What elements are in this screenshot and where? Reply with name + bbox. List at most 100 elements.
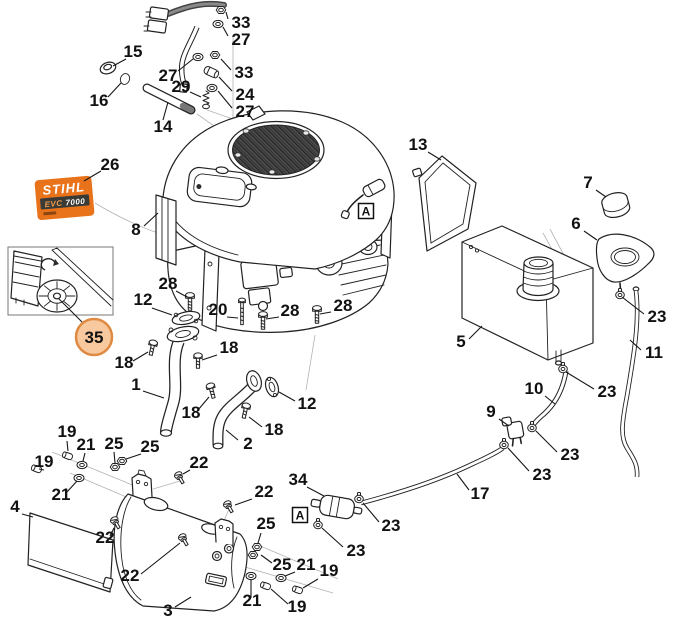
callout-33[interactable]: 33 [220,58,253,82]
callout-19[interactable]: 19 [35,452,54,471]
callout-22[interactable]: 22 [234,482,273,506]
part-number: 19 [320,561,339,580]
callout-34[interactable]: 34 [289,470,325,497]
callout-27[interactable]: 27 [222,26,250,49]
callout-21[interactable]: 21 [77,435,96,462]
leader-line [66,480,78,493]
leader-line [151,307,173,316]
callout-23[interactable]: 23 [565,371,616,401]
flywheel-inset [7,246,114,316]
callout-7[interactable]: 7 [583,173,607,198]
callout-5[interactable]: 5 [456,325,483,351]
callout-13[interactable]: 13 [409,135,442,161]
callout-12[interactable]: 12 [134,290,173,316]
sticker-brand-text: STIHL [42,179,86,198]
callout-27[interactable]: 27 [159,58,194,85]
callout-23[interactable]: 23 [507,447,552,484]
part-number: 18 [115,353,134,372]
callout-28[interactable]: 28 [319,296,353,315]
washer-21-d [245,571,257,581]
part-number: 25 [141,437,160,456]
callout-18[interactable]: 18 [248,416,283,439]
callout-10[interactable]: 10 [525,379,556,405]
callout-27[interactable]: 27 [217,90,254,121]
callout-14[interactable]: 14 [154,101,173,136]
callout-11[interactable]: 11 [629,339,663,362]
callout-18[interactable]: 18 [182,396,210,422]
callout-23[interactable]: 23 [321,527,365,560]
leader-line [174,596,192,608]
rotation-arrow-icon [40,258,59,271]
callout-19[interactable]: 19 [302,561,339,589]
leader-line [58,298,84,324]
leader-line [222,26,229,37]
callout-19[interactable]: 19 [270,588,306,616]
callout-4[interactable]: 4 [10,497,34,518]
nut-25-d [247,551,259,559]
part-number: 35 [85,328,104,347]
part-number: 8 [131,220,140,239]
leader-line [265,316,280,320]
part-number: 28 [334,296,353,315]
callout-16[interactable]: 16 [90,82,122,110]
detail-marker-A[interactable]: A [357,202,375,220]
callout-9[interactable]: 9 [486,402,510,427]
callout-19[interactable]: 19 [58,422,77,452]
gasket-12-a [171,310,201,326]
part-number: 28 [159,274,178,293]
callout-25[interactable]: 25 [105,434,124,464]
part-number: 33 [232,13,251,32]
callout-22[interactable]: 22 [121,542,181,585]
spark-plug-cap [340,178,386,220]
leader-line [544,395,556,405]
leader-line [125,453,142,460]
callout-22[interactable]: 22 [96,527,115,547]
engine-drawing [155,105,395,333]
callout-28[interactable]: 28 [159,274,188,298]
part-number: 2 [243,434,252,453]
part-number: 18 [220,338,239,357]
callout-18[interactable]: 18 [115,351,149,372]
ring-16 [119,73,131,85]
callout-28[interactable]: 28 [265,301,299,320]
detail-marker-letter: A [362,205,371,219]
part-number: 21 [52,485,71,504]
callout-15[interactable]: 15 [112,42,142,67]
callout-12[interactable]: 12 [278,391,316,413]
callout-8[interactable]: 8 [131,212,159,239]
callout-2[interactable]: 2 [225,429,253,453]
callout-21[interactable]: 21 [52,480,78,504]
callout-26[interactable]: 26 [83,155,119,182]
part-number: 4 [10,497,20,516]
callout-29[interactable]: 29 [172,77,202,98]
part-number: 23 [533,465,552,484]
callout-23[interactable]: 23 [535,430,579,464]
leader-line [217,90,233,109]
nut-25-b [116,457,128,465]
leader-line [226,316,239,319]
fuel-hose-10 [529,370,569,429]
callout-3[interactable]: 3 [163,596,192,620]
callout-21[interactable]: 21 [284,555,315,577]
callout-18[interactable]: 18 [201,338,239,361]
leader-line [583,230,598,241]
callout-23[interactable]: 23 [362,502,400,535]
part-number: 3 [163,601,172,620]
callout-20[interactable]: 20 [209,300,239,319]
selected-callout-35[interactable]: 35 [58,298,114,357]
callout-6[interactable]: 6 [571,214,598,241]
callout-23[interactable]: 23 [621,296,666,326]
top-fasteners [99,6,227,115]
callout-25[interactable]: 25 [260,554,291,574]
callout-17[interactable]: 17 [456,473,489,503]
detail-marker-A[interactable]: A [291,506,309,524]
muffler-bracket-front [131,469,153,498]
callout-1[interactable]: 1 [131,375,165,399]
callout-22[interactable]: 22 [182,453,208,475]
callout-25[interactable]: 25 [125,437,160,460]
callout-24[interactable]: 24 [218,76,255,104]
callout-33[interactable]: 33 [225,11,251,32]
callout-21[interactable]: 21 [243,580,262,610]
callout-25[interactable]: 25 [257,514,276,544]
leader-line [362,502,380,523]
